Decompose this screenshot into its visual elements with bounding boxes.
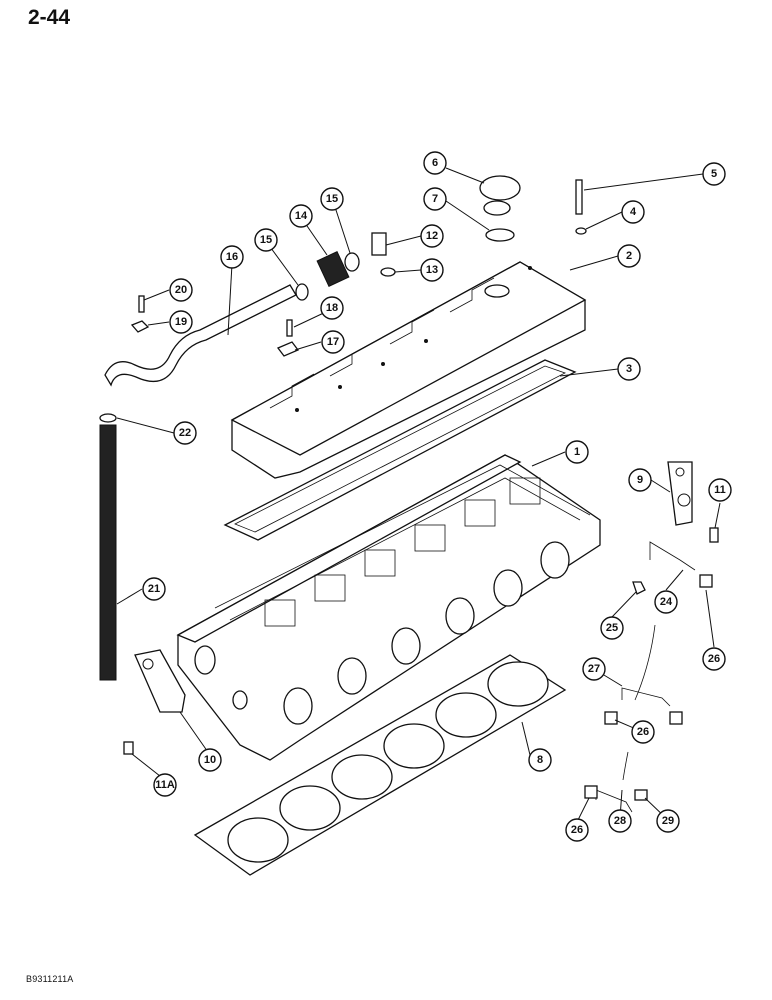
svg-text:12: 12 [426,230,438,242]
svg-text:29: 29 [662,815,674,827]
callout-13: 13 [420,258,444,282]
cover-bolt [575,179,583,215]
svg-text:7: 7 [432,193,438,205]
oil-line-27 [621,687,671,707]
svg-text:11: 11 [714,484,726,496]
callout-16: 16 [220,245,244,269]
callout-5: 5 [702,162,726,186]
callout-6: 6 [423,151,447,175]
fitting-26b [604,711,618,725]
breather-valve [371,232,387,256]
callout-22: 22 [173,421,197,445]
callout-15-upper: 15 [320,187,344,211]
hose-clamp-upper [344,252,360,272]
oil-line-24 [649,541,696,571]
svg-text:19: 19 [175,316,187,328]
oil-fill-cap [479,175,521,201]
svg-text:26: 26 [708,653,720,665]
callout-26-lower: 26 [565,818,589,842]
bracket-9 [667,461,693,526]
callout-28: 28 [608,809,632,833]
page-number: 2-44 [28,6,71,29]
callout-26-middle: 26 [631,720,655,744]
svg-text:20: 20 [175,284,187,296]
cover-washer [575,227,587,235]
callout-17: 17 [321,330,345,354]
svg-text:24: 24 [660,596,673,608]
oil-line-28 [595,789,633,813]
fitting-25 [632,581,646,595]
callout-11a: 11A [153,773,177,797]
svg-text:16: 16 [226,251,238,263]
valve-cover-gasket [223,359,577,541]
cylinder-head [176,454,601,761]
callout-4: 4 [621,200,645,224]
fitting-26a [699,574,713,588]
callout-25: 25 [600,616,624,640]
svg-text:5: 5 [711,168,717,180]
svg-text:15: 15 [326,193,338,205]
callout-24: 24 [654,590,678,614]
svg-text:1: 1 [574,446,580,458]
svg-text:28: 28 [614,815,626,827]
svg-text:13: 13 [426,264,438,276]
svg-text:25: 25 [606,622,618,634]
breather-hose [104,284,297,387]
oil-cap-seal [485,228,515,242]
svg-text:8: 8 [537,754,543,766]
svg-text:2: 2 [626,250,632,262]
svg-text:14: 14 [295,210,308,222]
bracket-bolt-11a [123,741,134,755]
bracket-bolt-11 [709,527,719,543]
callout-10: 10 [198,748,222,772]
callout-1: 1 [565,440,589,464]
svg-text:26: 26 [571,824,583,836]
callout-14: 14 [289,204,313,228]
callout-7: 7 [423,187,447,211]
breather-filter [316,250,350,288]
callout-18: 18 [320,296,344,320]
mounting-bolt-20 [138,295,145,313]
callout-12: 12 [420,224,444,248]
callout-19: 19 [169,310,193,334]
fitting-26d [584,785,598,799]
svg-text:18: 18 [326,302,338,314]
hose-clamp-lower [295,283,309,301]
svg-text:15: 15 [260,234,272,246]
tube-seal-ring [99,413,117,423]
svg-text:11A: 11A [155,779,175,791]
callout-2: 2 [617,244,641,268]
svg-text:10: 10 [204,754,216,766]
head-gasket [193,654,567,876]
callout-27: 27 [582,657,606,681]
svg-text:21: 21 [148,583,160,595]
clip-bolt [286,319,293,337]
callout-15-lower: 15 [254,228,278,252]
svg-text:3: 3 [626,363,632,375]
breather-o-ring [380,267,396,277]
svg-text:4: 4 [630,206,637,218]
callout-9: 9 [628,468,652,492]
dipstick-tube [99,424,117,681]
figure-code: B9311211A [26,974,74,984]
mounting-clip-19 [130,320,150,333]
svg-text:17: 17 [327,336,339,348]
svg-text:22: 22 [179,427,191,439]
callout-8: 8 [528,748,552,772]
svg-text:26: 26 [637,726,649,738]
valve-cover [230,261,587,479]
svg-text:27: 27 [588,663,600,675]
callout-26-upper: 26 [702,647,726,671]
callout-3: 3 [617,357,641,381]
callout-11: 11 [708,478,732,502]
callout-21: 21 [142,577,166,601]
svg-text:6: 6 [432,157,438,169]
svg-text:9: 9 [637,474,643,486]
fitting-26c [669,711,683,725]
callout-29: 29 [656,809,680,833]
hose-clip [276,341,300,357]
fitting-29 [634,789,648,801]
callout-20: 20 [169,278,193,302]
